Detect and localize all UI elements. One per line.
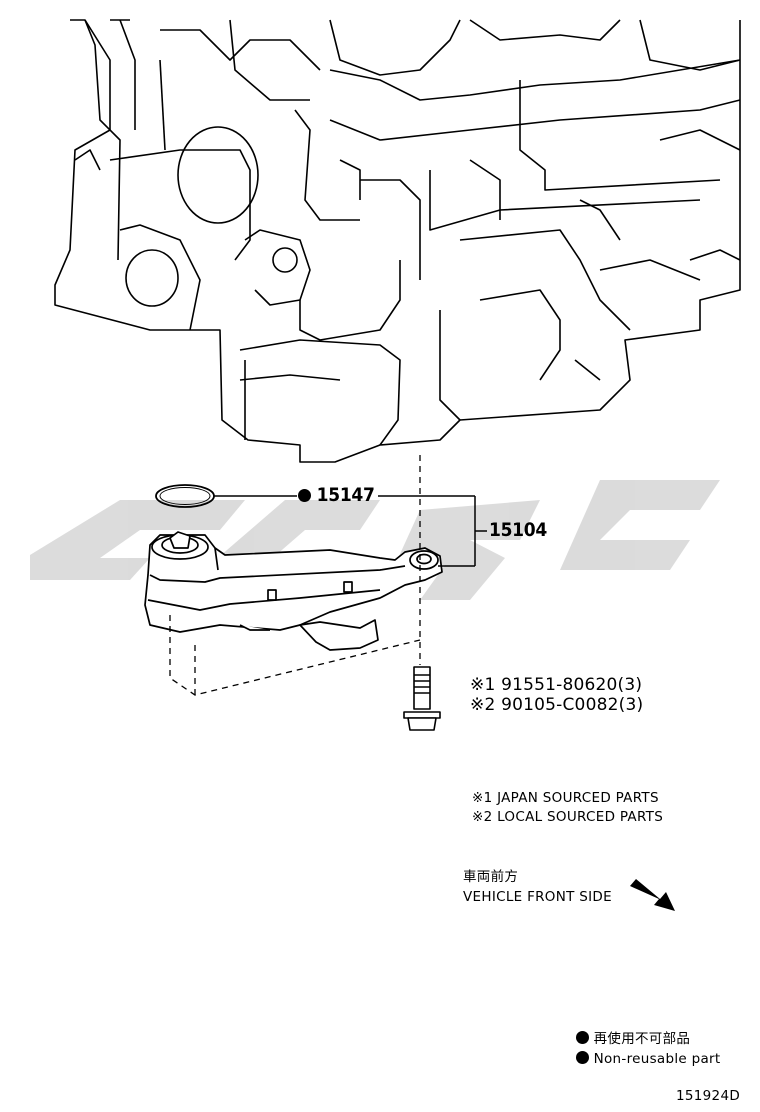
note-japan-sourced: ※1 JAPAN SOURCED PARTS	[472, 790, 659, 806]
non-reusable-dot-icon	[576, 1051, 589, 1064]
legend-english: Non-reusable part	[576, 1051, 721, 1067]
callout-15147: 15147	[298, 486, 375, 505]
note-local-sourced: ※2 LOCAL SOURCED PARTS	[472, 809, 664, 825]
non-reusable-dot-icon	[576, 1031, 589, 1044]
legend-japanese: 再使用不可部品	[576, 1031, 690, 1047]
direction-label-english: VEHICLE FRONT SIDE	[463, 889, 612, 905]
engine-block-lines	[54, 19, 741, 463]
front-direction-arrow-icon	[630, 879, 675, 911]
direction-label-japanese: 車両前方	[463, 869, 519, 885]
callout-bolt-japan: ※1 91551-80620(3)	[470, 675, 643, 695]
non-reusable-dot-icon	[298, 489, 311, 502]
flange-bolt	[403, 666, 441, 731]
callout-bolt-local: ※2 90105-C0082(3)	[470, 695, 644, 715]
oil-strainer-assembly	[144, 531, 443, 651]
phantom-outline	[169, 455, 421, 696]
callout-15104: 15104	[489, 519, 547, 541]
leader-lines	[214, 495, 487, 567]
figure-id: 151924D	[676, 1088, 741, 1104]
